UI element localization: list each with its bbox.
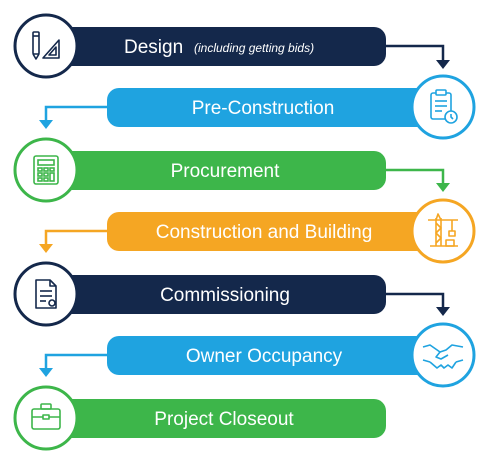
- arrow-occupancy-to-closeout: [39, 353, 108, 377]
- drafting-tools-icon: [32, 31, 60, 60]
- clipboard-clock-icon: [430, 89, 458, 124]
- arrow-commissioning-to-occupancy: [385, 292, 450, 316]
- step-bar-construction: [107, 212, 435, 251]
- crane-icon: [428, 213, 458, 247]
- briefcase-icon: [31, 403, 61, 430]
- step-circle-procurement: [13, 137, 79, 203]
- step-circle-owner-occupancy: [410, 322, 476, 388]
- step-label-construction: Construction and Building: [156, 222, 373, 243]
- arrow-procurement-to-construction: [385, 168, 450, 192]
- step-bar-owner-occupancy: [107, 336, 435, 375]
- step-bar-design: [58, 27, 386, 66]
- step-bar-procurement: [58, 151, 386, 190]
- step-label-design: Design: [124, 37, 183, 58]
- handshake-icon: [422, 344, 464, 369]
- step-label-commissioning: Commissioning: [160, 285, 290, 306]
- step-circle-commissioning: [13, 261, 79, 327]
- step-label-owner-occupancy: Owner Occupancy: [186, 346, 343, 367]
- step-circle-design: [13, 13, 79, 79]
- arrow-design-to-preconstruction: [385, 44, 450, 69]
- calculator-icon: [33, 155, 59, 185]
- step-label-procurement: Procurement: [171, 161, 280, 182]
- step-label-pre-construction: Pre-Construction: [192, 98, 335, 119]
- arrow-preconstruction-to-procurement: [39, 105, 108, 129]
- document-icon: [35, 279, 57, 309]
- arrow-construction-to-commissioning: [39, 229, 108, 253]
- step-circle-construction: [410, 198, 476, 264]
- step-circle-pre-construction: [410, 74, 476, 140]
- step-note-design: (including getting bids): [194, 41, 314, 55]
- step-label-closeout: Project Closeout: [154, 409, 294, 430]
- step-bar-pre-construction: [107, 88, 435, 127]
- step-bar-commissioning: [58, 275, 386, 314]
- step-bar-closeout: [58, 399, 386, 438]
